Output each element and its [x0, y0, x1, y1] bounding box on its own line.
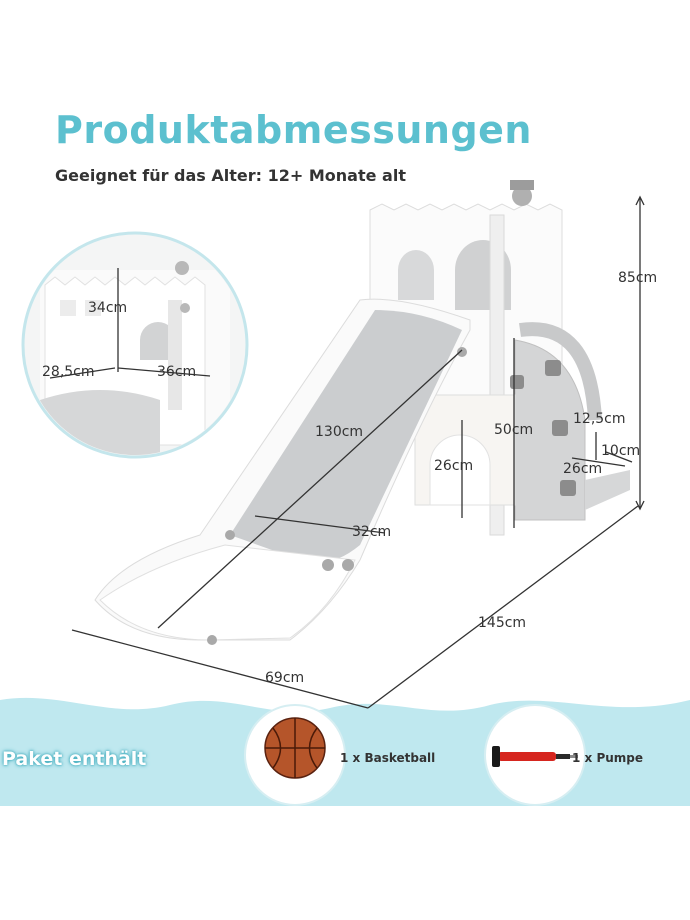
- inset-depth-label: 28,5cm: [42, 364, 95, 380]
- basketball-icon: [264, 717, 326, 779]
- ladder-height-label: 50cm: [494, 422, 534, 438]
- total-length-label: 145cm: [478, 615, 527, 631]
- slide-length-label: 130cm: [315, 424, 364, 440]
- pump-icon: [492, 746, 578, 767]
- dimension-lines: [71, 195, 645, 709]
- slide-width-label: 32cm: [352, 524, 392, 540]
- inset-height-label: 34cm: [88, 300, 128, 316]
- package-label: Paket enthält: [2, 748, 147, 770]
- step-depth-label: 26cm: [563, 461, 603, 477]
- arch-height-label: 26cm: [434, 458, 474, 474]
- pump-label: 1 x Pumpe: [572, 751, 644, 765]
- inset-width-label: 36cm: [157, 364, 197, 380]
- basketball-label: 1 x Basketball: [340, 751, 436, 765]
- step-height-label: 12,5cm: [573, 411, 626, 427]
- step-rise-label: 10cm: [601, 443, 641, 459]
- inset-circle: [21, 231, 249, 459]
- page-title: Produktabmessungen: [55, 108, 532, 152]
- package-items: [244, 704, 586, 806]
- total-width-label: 69cm: [265, 670, 305, 686]
- tower-height-label: 85cm: [618, 270, 658, 286]
- age-subtitle: Geeignet für das Alter: 12+ Monate alt: [55, 166, 406, 185]
